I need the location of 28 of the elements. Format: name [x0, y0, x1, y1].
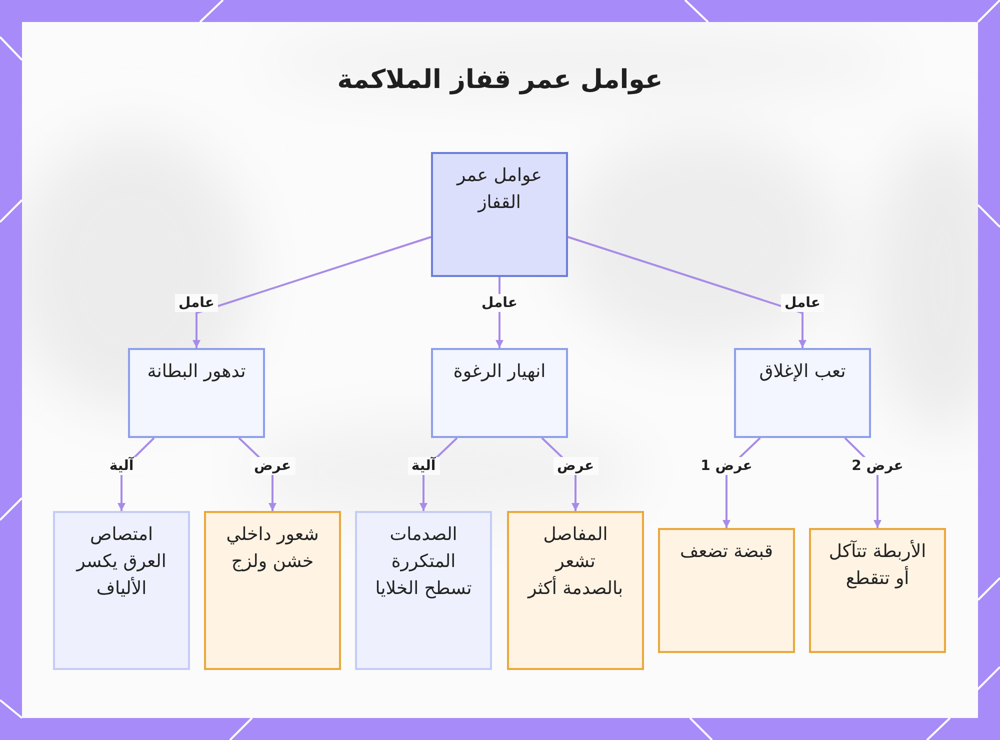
factor-box — [128, 348, 265, 438]
node-text: عوامل عمر القفاز — [455, 164, 544, 215]
edge-label: آلية — [407, 457, 440, 475]
mechanism-box — [53, 511, 190, 670]
symptom-box — [658, 528, 795, 653]
symptom-box — [809, 528, 946, 653]
symptom-box — [507, 511, 644, 670]
node-text: تدهور البطانة — [147, 360, 246, 384]
factor-box — [734, 348, 871, 438]
edge-label: عرض — [250, 457, 296, 475]
node-text: الأربطة تتآكل أو تتقطع — [828, 538, 928, 591]
node-text: قبضة تضعف — [680, 540, 773, 564]
edge-label: عامل — [780, 294, 824, 312]
symptom-box — [204, 511, 341, 670]
node-text: انهيار الرغوة — [453, 360, 546, 384]
factor-box — [431, 348, 568, 438]
node-text: تعب الإغلاق — [759, 360, 846, 384]
title: عوامل عمر قفاز الملاكمة — [336, 64, 664, 97]
edge-label: عامل — [174, 294, 218, 312]
edge-label: عرض — [552, 457, 598, 475]
mechanism-box — [355, 511, 492, 670]
connector-arrow — [568, 236, 806, 348]
root-box — [431, 152, 568, 277]
node-text: المفاصل تشعر بالصدمة أكثر — [526, 523, 624, 601]
node-text: الصدمات المتكررة تسطح الخلايا — [374, 523, 473, 601]
node-text: امتصاص العرق يكسر الألياف — [74, 523, 168, 601]
connector-arrow — [192, 236, 432, 348]
node-text: شعور داخلي خشن ولزج — [225, 523, 320, 574]
